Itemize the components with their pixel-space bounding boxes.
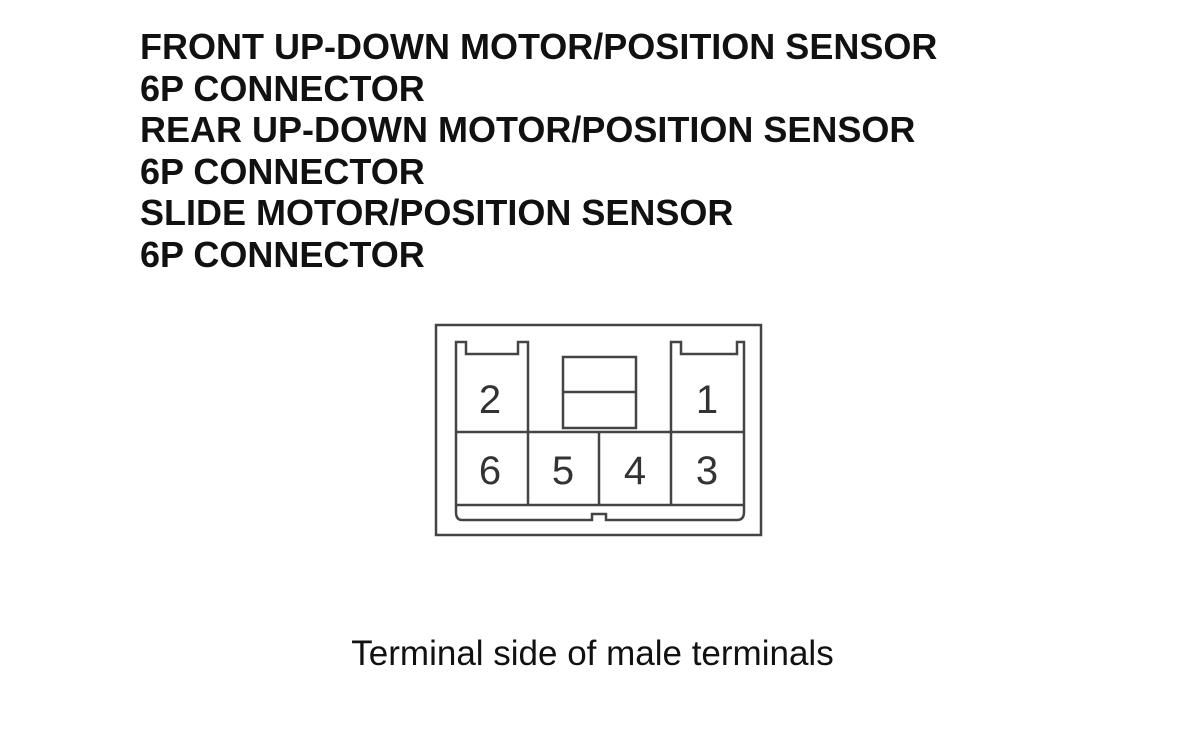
- title-line: 6P CONNECTOR: [140, 67, 425, 109]
- pin-label: 3: [696, 449, 718, 493]
- connector-cavity-outline: [454, 340, 746, 522]
- title-line: REAR UP-DOWN MOTOR/POSITION SENSOR: [140, 109, 916, 150]
- title-line: SLIDE MOTOR/POSITION SENSOR: [140, 192, 734, 233]
- pin-label: 1: [696, 378, 718, 422]
- connector-titles: FRONT UP-DOWN MOTOR/POSITION SENSOR 6P C…: [140, 26, 937, 275]
- pin-label: 2: [479, 378, 501, 422]
- pin-label: 4: [624, 449, 646, 493]
- title-line: FRONT UP-DOWN MOTOR/POSITION SENSOR: [140, 26, 938, 67]
- connector-housing: [434, 323, 763, 537]
- pin-label: 6: [479, 449, 501, 493]
- pin-label: 5: [552, 449, 574, 493]
- diagram-caption: Terminal side of male terminals: [351, 634, 834, 673]
- title-line: 6P CONNECTOR: [140, 233, 425, 275]
- title-line: 6P CONNECTOR: [140, 150, 425, 192]
